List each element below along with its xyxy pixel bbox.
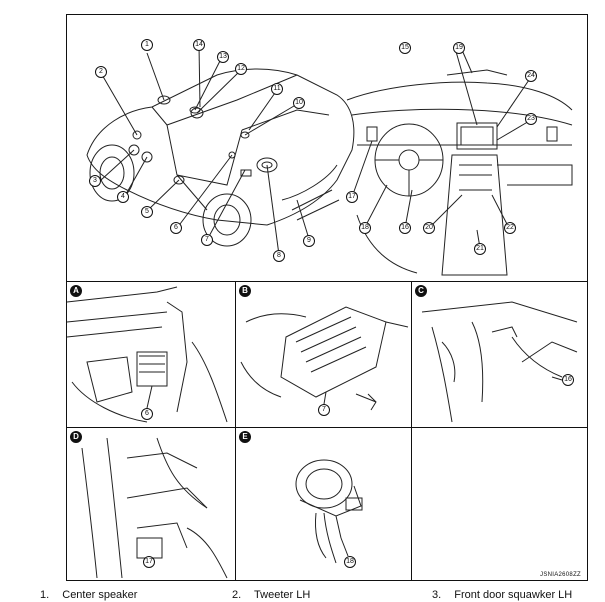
panel-letter-d: D	[70, 431, 82, 443]
callout-9: 9	[303, 235, 315, 247]
callout-7: 7	[201, 234, 213, 246]
legend-number: 1.	[40, 589, 50, 601]
callout-8: 8	[273, 250, 285, 262]
callout-3: 3	[89, 175, 101, 187]
panel-letter-a: A	[70, 285, 82, 297]
callout-15: 15	[399, 42, 411, 54]
overview-illustration	[86, 44, 573, 276]
callout-18: 18	[359, 222, 371, 234]
diagram-code: JSNIA2608ZZ	[540, 572, 581, 578]
legend-item-1: 1. Center speaker	[40, 589, 137, 601]
legend-number: 3.	[432, 589, 442, 601]
legend-item-2: 2. Tweeter LH	[232, 589, 310, 601]
divider-col1	[235, 281, 236, 580]
legend-label: Center speaker	[62, 589, 138, 601]
callout-16: 16	[399, 222, 411, 234]
panel-a: A 6	[66, 282, 235, 427]
legend-number: 2.	[232, 589, 242, 601]
diagram-frame: 1 2 3 4 5 6 7 8 9 10 11 12 13 14 15 19 2…	[66, 14, 588, 581]
callout-20: 20	[423, 222, 435, 234]
callout-e-18: 18	[344, 556, 356, 568]
panel-b: B 7	[236, 282, 411, 427]
callout-5: 5	[141, 206, 153, 218]
callout-4: 4	[117, 191, 129, 203]
legend-label: Front door squawker LH	[454, 589, 573, 601]
callout-c-16: 16	[562, 374, 574, 386]
callout-1: 1	[141, 39, 153, 51]
legend-item-3: 3. Front door squawker LH	[432, 589, 572, 601]
panel-e: E 18	[236, 428, 411, 580]
divider-top	[67, 281, 587, 282]
callout-14: 14	[193, 39, 205, 51]
legend-label: Tweeter LH	[254, 589, 311, 601]
callout-11: 11	[271, 83, 283, 95]
panel-letter-c: C	[415, 285, 427, 297]
callout-22: 22	[504, 222, 516, 234]
panel-letter-b: B	[239, 285, 251, 297]
callout-6: 6	[170, 222, 182, 234]
callout-21: 21	[474, 243, 486, 255]
panel-empty: JSNIA2608ZZ	[412, 428, 587, 580]
callout-2: 2	[95, 66, 107, 78]
callout-13: 13	[217, 51, 229, 63]
callout-a-6: 6	[141, 408, 153, 420]
callout-10: 10	[293, 97, 305, 109]
panel-d: D 17	[67, 428, 235, 580]
callout-12: 12	[235, 63, 247, 75]
callout-24: 24	[525, 70, 537, 82]
panel-c: C 16	[412, 282, 587, 427]
callout-d-17: 17	[143, 556, 155, 568]
panel-letter-e: E	[239, 431, 251, 443]
legend: 1. Center speaker 2. Tweeter LH 3. Front…	[0, 587, 605, 602]
divider-middle	[67, 427, 587, 428]
callout-17: 17	[346, 191, 358, 203]
callout-19: 19	[453, 42, 465, 54]
callout-23: 23	[525, 113, 537, 125]
divider-col2	[411, 281, 412, 580]
callout-b-7: 7	[318, 404, 330, 416]
